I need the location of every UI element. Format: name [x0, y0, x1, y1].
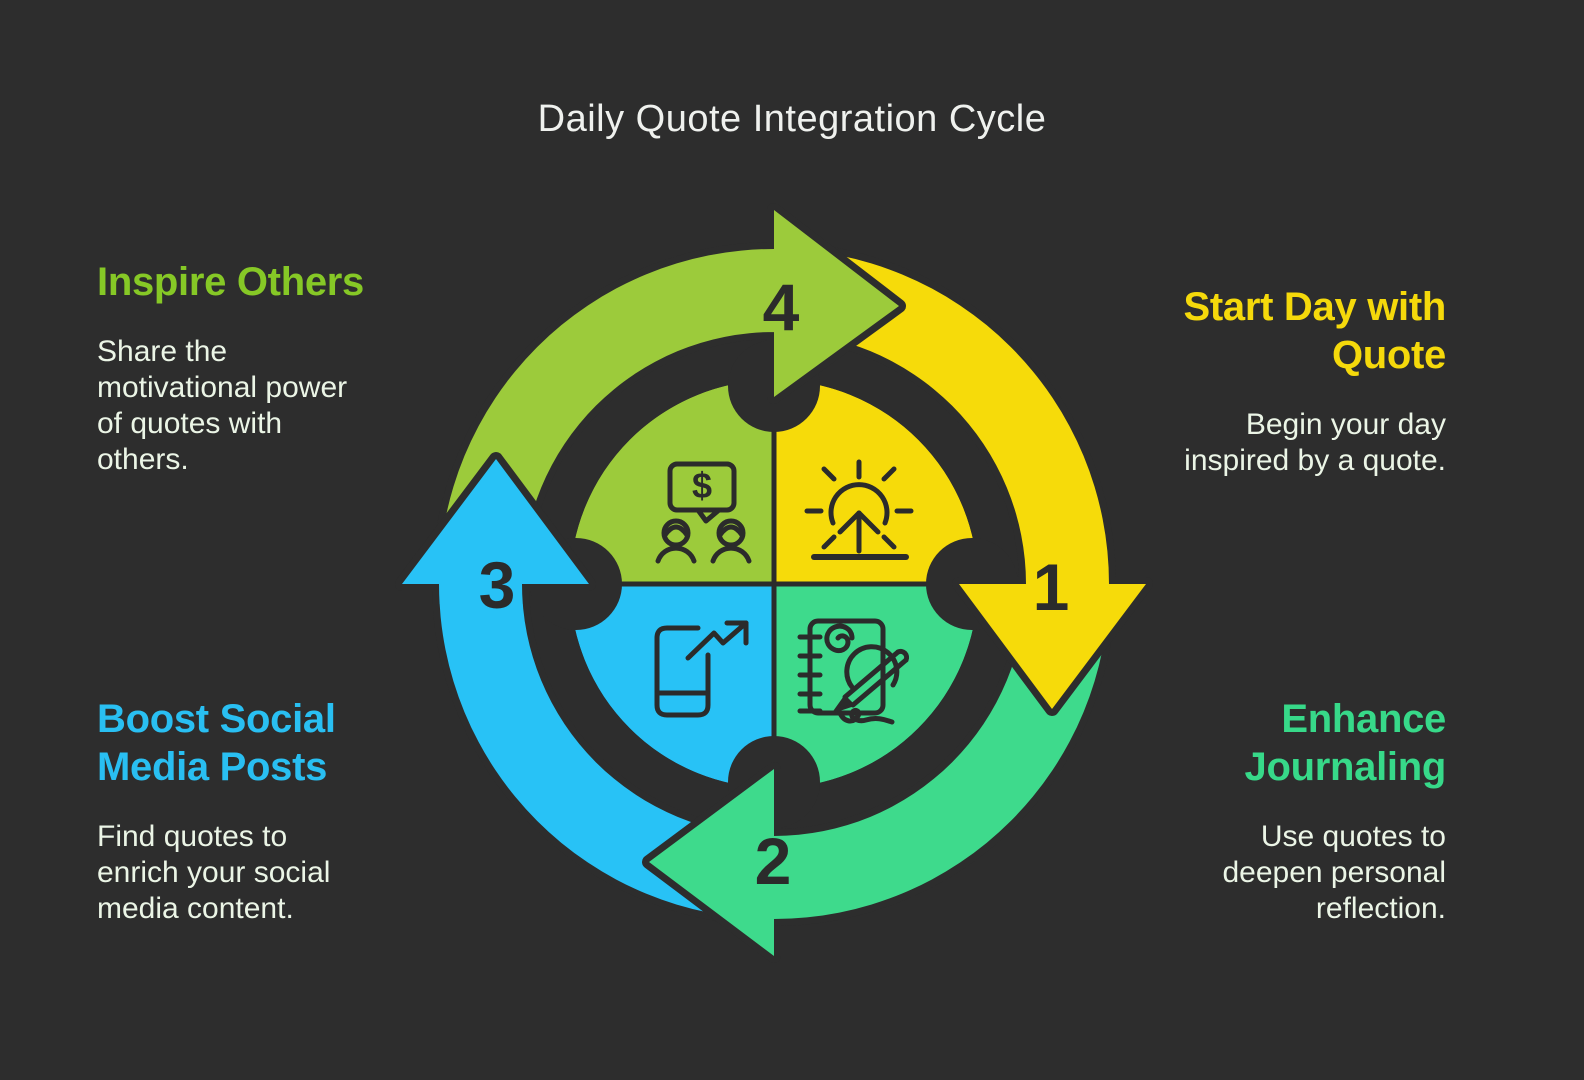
- step-number-1: 1: [1033, 550, 1070, 624]
- step-card-boost-social-media-posts: Boost Social Media Posts Find quotes to …: [97, 695, 467, 927]
- money-chat-icon: [655, 461, 752, 564]
- dollar-glyph: $: [692, 465, 712, 506]
- step1-description: Begin your day inspired by a quote.: [1076, 407, 1446, 479]
- step-number-3: 3: [479, 548, 516, 622]
- cycle-arrows: [395, 203, 1153, 963]
- step3-desc-line: Find quotes to: [97, 820, 288, 853]
- step2-desc-line: Use quotes to: [1260, 820, 1446, 853]
- cycle-arrow-step-3-head: [395, 452, 596, 604]
- step2-heading-line: Enhance: [1281, 697, 1446, 741]
- step4-heading: Inspire Others: [97, 258, 467, 306]
- step2-desc-line: deepen personal: [1222, 856, 1446, 889]
- step2-description: Use quotes to deepen personal reflection…: [1076, 819, 1446, 927]
- step4-desc-line: others.: [97, 443, 189, 476]
- step3-description: Find quotes to enrich your social media …: [97, 819, 467, 927]
- step1-desc-line: Begin your day: [1245, 408, 1446, 441]
- step3-desc-line: enrich your social: [97, 856, 331, 889]
- inner-wheel: [570, 380, 978, 788]
- step-number-2: 2: [755, 824, 792, 898]
- step4-description: Share the motivational power of quotes w…: [97, 334, 467, 478]
- step4-desc-line: of quotes with: [97, 407, 283, 440]
- step4-desc-line: Share the: [97, 335, 228, 368]
- step2-desc-line: reflection.: [1315, 892, 1446, 925]
- step-number-4: 4: [763, 270, 800, 344]
- step-card-enhance-journaling: Enhance Journaling Use quotes to deepen …: [1076, 695, 1446, 927]
- sunrise-icon: [804, 459, 914, 560]
- step1-heading-line: Start Day with: [1183, 285, 1446, 329]
- inner-quadrant-blue: [570, 584, 774, 788]
- step-card-inspire-others: Inspire Others Share the motivational po…: [97, 258, 467, 478]
- step2-heading-line: Journaling: [1244, 745, 1447, 789]
- step-card-start-day-with-quote: Start Day with Quote Begin your day insp…: [1076, 283, 1446, 479]
- journal-pencil-icon: [797, 618, 910, 725]
- step3-heading-line: Boost Social: [97, 697, 336, 741]
- step3-heading: Boost Social Media Posts: [97, 695, 467, 791]
- step4-desc-line: motivational power: [97, 371, 348, 404]
- step2-heading: Enhance Journaling: [1076, 695, 1447, 791]
- phone-growth-icon: [654, 620, 749, 718]
- cycle-arrow-step-2: [642, 577, 1116, 963]
- quadrant-divider-lines: [570, 380, 978, 788]
- step1-heading: Start Day with Quote: [1076, 283, 1446, 379]
- step3-heading-line: Media Posts: [97, 745, 328, 789]
- cycle-arrow-step-4: [432, 203, 906, 591]
- page-title: Daily Quote Integration Cycle: [537, 98, 1047, 140]
- step3-desc-line: media content.: [97, 892, 294, 925]
- inner-quadrant-yellow: [774, 380, 978, 584]
- step1-heading-line: Quote: [1331, 333, 1446, 377]
- step4-heading-line: Inspire Others: [97, 260, 364, 304]
- step-numbers: 1 2 3 4: [479, 270, 1070, 898]
- step1-desc-line: inspired by a quote.: [1184, 444, 1446, 477]
- cycle-arrow-step-1: [767, 242, 1153, 716]
